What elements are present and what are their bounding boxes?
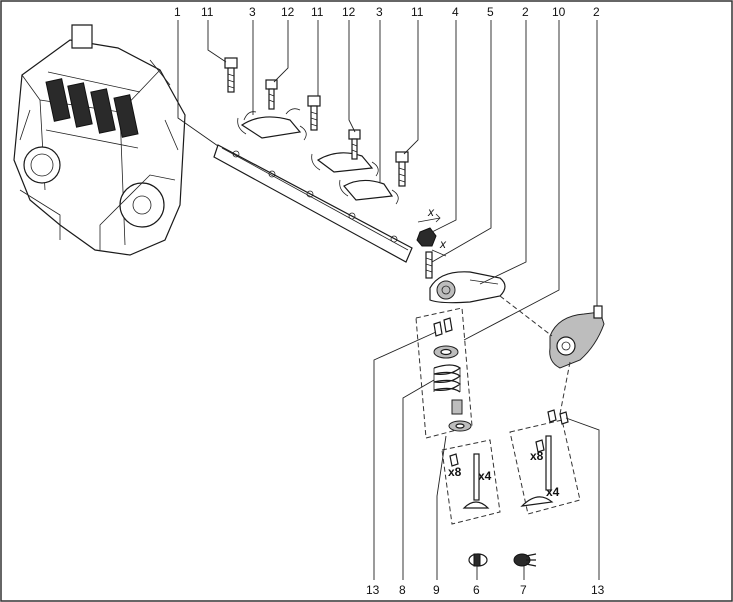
callout-top-12: 10 [552, 5, 566, 19]
callout-top-5: 11 [311, 5, 324, 19]
callout-top-13: 2 [593, 5, 600, 19]
clearance-mark-lower: x [439, 237, 447, 251]
adjuster-nut [416, 227, 437, 247]
qty-keepers-left: x8 [448, 465, 462, 479]
callout-top-8: 11 [411, 5, 424, 19]
bolt-12-right [348, 129, 361, 160]
exhaust-valve [520, 435, 554, 507]
valve-guide-intake [468, 553, 488, 567]
bolt-11-mid [307, 95, 321, 131]
valve-box-right [509, 419, 581, 515]
spring-seat [448, 420, 472, 432]
valve-spring [433, 364, 461, 393]
valve-keepers-right [535, 439, 545, 453]
intake-valve [462, 453, 490, 509]
keepers-13-right [547, 409, 569, 425]
callout-top-1: 1 [174, 5, 181, 19]
callout-top-2: 11 [201, 5, 214, 19]
engine-block-illustration [13, 24, 186, 256]
qty-keepers-right: x8 [530, 449, 544, 463]
callout-top-10: 5 [487, 5, 494, 19]
rocker-arm-lower [549, 305, 605, 369]
callout-bottom-3: 9 [433, 583, 440, 597]
callout-bottom-4: 6 [473, 583, 480, 597]
shaft-clamp-c [339, 179, 399, 205]
callout-top-9: 4 [452, 5, 459, 19]
spring-retainer [433, 345, 459, 359]
leader-lines [177, 20, 600, 580]
bolt-12-left [265, 79, 278, 110]
callout-top-11: 2 [522, 5, 529, 19]
rocker-shaft [213, 144, 413, 263]
adjuster-screw [425, 251, 433, 279]
valve-keepers-left [449, 453, 459, 467]
bolt-11-left [224, 57, 238, 93]
top-callouts: 1 11 3 12 11 12 3 11 4 5 2 10 2 [174, 5, 600, 19]
clearance-mark-upper: x [427, 205, 435, 219]
callout-top-3: 3 [249, 5, 256, 19]
valve-guide-exhaust [513, 553, 537, 567]
bottom-callouts: 13 8 9 6 7 13 [366, 583, 605, 597]
rocker-arm-upper [429, 271, 506, 304]
callout-bottom-5: 7 [520, 583, 527, 597]
callout-top-7: 3 [376, 5, 383, 19]
callout-bottom-6: 13 [591, 583, 605, 597]
callout-top-4: 12 [281, 5, 295, 19]
callout-top-6: 12 [342, 5, 356, 19]
valve-stem-seal [451, 399, 463, 415]
valve-box-left [441, 439, 501, 525]
spring-retainer-keepers [433, 317, 453, 337]
qty-valves-left: x4 [478, 469, 492, 483]
callout-bottom-1: 13 [366, 583, 380, 597]
shaft-clamp-b [311, 152, 379, 177]
shaft-clamp-a [237, 108, 307, 141]
bolt-11-right [395, 151, 409, 187]
callout-bottom-2: 8 [399, 583, 406, 597]
